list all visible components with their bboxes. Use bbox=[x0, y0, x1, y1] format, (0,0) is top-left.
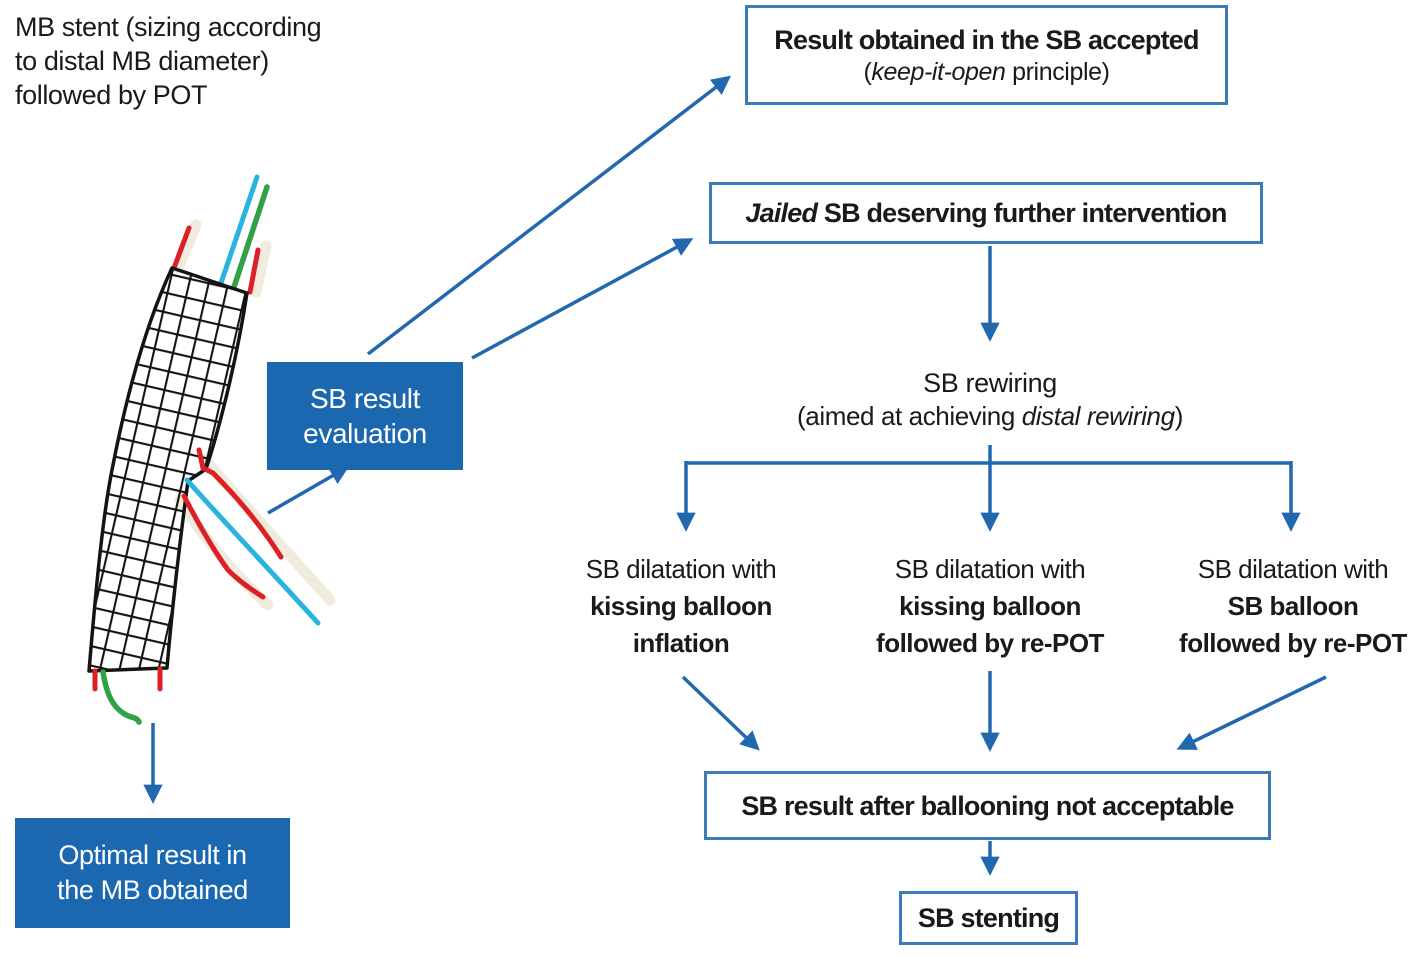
mb-wire-red-distal-icon bbox=[247, 247, 261, 295]
branch-mid-line1: SB dilatation with bbox=[894, 554, 1086, 584]
arrow-evaluation-to-jailed bbox=[471, 238, 694, 360]
box-jailed-sb: Jailed SB deserving further intervention bbox=[709, 182, 1263, 244]
stent-bifurcation-illustration bbox=[87, 174, 336, 725]
intro-caption: MB stent (sizing according to distal MB … bbox=[15, 12, 322, 110]
arrow-sidebranch-to-evaluation bbox=[267, 466, 350, 515]
box-jailed-sb-text: Jailed SB deserving further intervention bbox=[745, 198, 1227, 228]
label-sb-rewiring-line2: (aimed at achieving distal rewiring) bbox=[797, 401, 1183, 431]
flow-arrows bbox=[143, 75, 1327, 876]
mb-wire-green-distal-icon bbox=[100, 669, 142, 725]
branch-kissing-balloon-repot: SB dilatation with kissing balloon follo… bbox=[874, 551, 1106, 662]
sb-wire-cyan-icon bbox=[184, 477, 321, 626]
box-ballooning-not-acceptable: SB result after ballooning not acceptabl… bbox=[704, 771, 1271, 840]
box-result-accepted: Result obtained in the SB accepted (keep… bbox=[745, 5, 1228, 105]
branch-kissing-balloon-inflation: SB dilatation with kissing balloon infla… bbox=[565, 551, 797, 662]
branch-right-line3: followed by re-POT bbox=[1179, 628, 1407, 658]
arrow-right-to-ballooning bbox=[1176, 675, 1327, 750]
sb-wire-red-lower-icon bbox=[181, 493, 266, 600]
box-optimal-result: Optimal result in the MB obtained bbox=[15, 818, 290, 928]
stent-mesh bbox=[87, 266, 249, 673]
box-sb-stenting-text: SB stenting bbox=[917, 903, 1060, 933]
box-result-accepted-line1: Result obtained in the SB accepted bbox=[774, 24, 1199, 55]
branch-left-line3: inflation bbox=[632, 628, 730, 658]
box-sb-stenting: SB stenting bbox=[899, 891, 1078, 945]
box-ballooning-text: SB result after ballooning not acceptabl… bbox=[741, 790, 1234, 821]
branch-right-line2: SB balloon bbox=[1227, 591, 1359, 621]
box-result-accepted-line2: (keep-it-open principle) bbox=[863, 57, 1110, 86]
arrow-left-to-ballooning bbox=[681, 675, 760, 751]
mb-wire-red-proximal-icon bbox=[171, 225, 192, 271]
branch-sb-balloon-repot: SB dilatation with SB balloon followed b… bbox=[1168, 551, 1418, 662]
branch-mid-line2: kissing balloon bbox=[899, 591, 1081, 621]
arrow-evaluation-to-accepted bbox=[366, 75, 732, 356]
rewiring-branch-line bbox=[686, 445, 1292, 465]
label-sb-rewiring-line1: SB rewiring bbox=[923, 368, 1057, 398]
label-sb-rewiring: SB rewiring (aimed at achieving distal r… bbox=[740, 366, 1240, 433]
branch-mid-line3: followed by re-POT bbox=[876, 628, 1104, 658]
branch-left-line2: kissing balloon bbox=[590, 591, 772, 621]
mb-wire-green-icon bbox=[231, 184, 270, 290]
mb-wire-cyan-icon bbox=[218, 174, 260, 286]
branch-right-line1: SB dilatation with bbox=[1197, 554, 1389, 584]
vessel-outline bbox=[250, 240, 272, 298]
box-sb-result-evaluation: SB result evaluation bbox=[267, 362, 463, 470]
vessel-outline bbox=[172, 219, 202, 274]
sb-wire-red-upper-icon bbox=[196, 447, 284, 560]
branch-left-line1: SB dilatation with bbox=[585, 554, 777, 584]
